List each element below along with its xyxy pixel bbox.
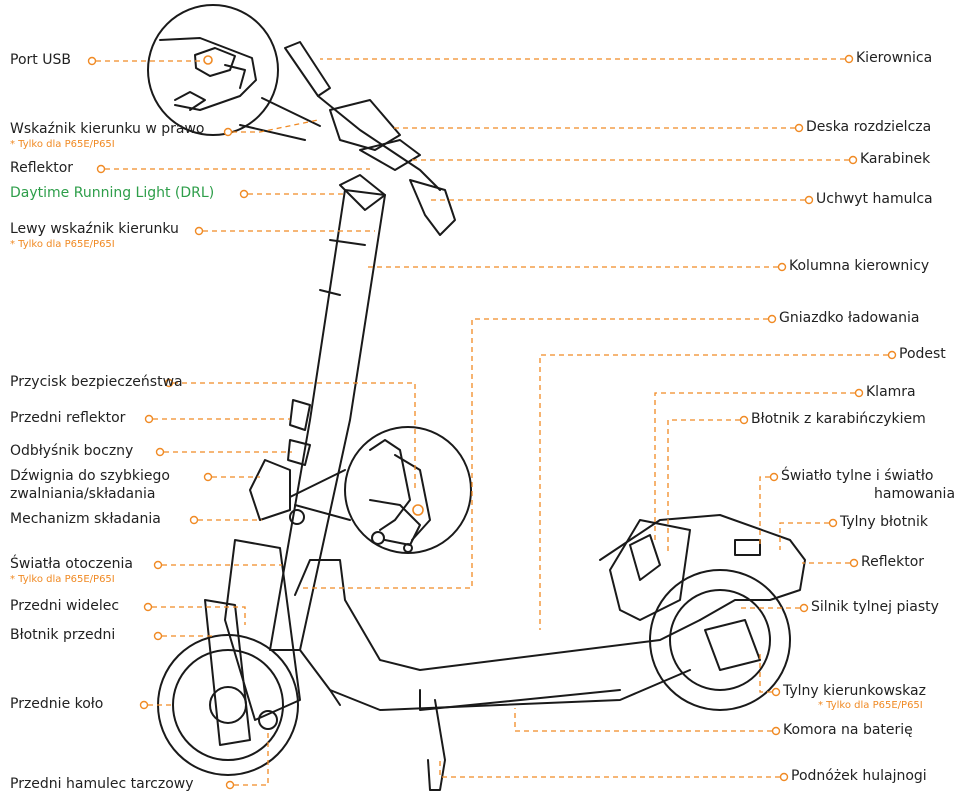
leader-deck (539, 354, 888, 630)
label-kickstand: Podnóżek hulajnogi (791, 768, 927, 784)
label-front-reflector: Przedni reflektor (10, 410, 126, 426)
label-deck: Podest (899, 346, 946, 362)
label-tail-light-line1: Światło tylne i światło (781, 468, 934, 484)
label-brake-lever: Uchwyt hamulca (816, 191, 933, 207)
label-charging-port: Gniazdko ładowania (779, 310, 920, 326)
front-wheel-art (157, 539, 301, 776)
label-port-usb: Port USB (10, 52, 71, 68)
leader-rear-fender (779, 522, 829, 550)
folding-inset (289, 426, 472, 554)
label-quick-release-line2: zwalniania/składania (10, 486, 156, 502)
label-rear-reflector: Reflektor (861, 554, 925, 570)
label-left-indicator: Lewy wskaźnik kierunku (10, 221, 179, 237)
label-clasp: Klamra (866, 384, 916, 400)
leader-front-fork (152, 606, 246, 625)
label-reflector-front: Reflektor (10, 160, 74, 176)
rear-art (599, 514, 806, 711)
label-front-disc-brake: Przedni hamulec tarczowy (10, 776, 194, 792)
stem-art (249, 189, 386, 651)
label-front-fender: Błotnik przedni (10, 627, 116, 643)
label-handlebar: Kierownica (856, 50, 933, 66)
deck-art (294, 559, 701, 791)
label-front-wheel: Przednie koło (10, 696, 104, 712)
label-tail-light-line2: hamowania (874, 486, 956, 502)
leader-charging-port (300, 318, 768, 589)
usb-highlight-dot (203, 55, 213, 65)
leader-tail-light (759, 476, 770, 545)
usb-inset (147, 4, 321, 141)
label-front-fork: Przedni widelec (10, 598, 120, 614)
label-drl: Daytime Running Light (DRL) (10, 185, 215, 201)
label-rear-indicator: Tylny kierunkowskaz (783, 683, 926, 699)
leader-clasp (654, 392, 855, 540)
label-safety-button: Przycisk bezpieczeństwa (10, 374, 183, 390)
handlebar-art (284, 41, 456, 236)
safety-button-highlight-dot (412, 504, 424, 516)
label-ambient-lights: Światła otoczenia (10, 556, 133, 572)
label-fender-hook: Błotnik z karabińczykiem (751, 411, 926, 427)
leader-right-indicator (232, 119, 319, 133)
label-rear-fender: Tylny błotnik (840, 514, 928, 530)
note-rear-indicator: * Tylko dla P65E/P65I (818, 700, 923, 711)
label-dashboard: Deska rozdzielcza (806, 119, 932, 135)
label-quick-release-line1: Dźwignia do szybkiego (10, 468, 170, 484)
label-side-reflector: Odbłyśnik boczny (10, 443, 134, 459)
note-right-indicator: * Tylko dla P65E/P65I (10, 139, 115, 150)
label-carabiner: Karabinek (860, 151, 931, 167)
leader-fender-hook (667, 419, 740, 555)
leader-kickstand (439, 760, 780, 778)
note-left-indicator: * Tylko dla P65E/P65I (10, 239, 115, 250)
label-battery: Komora na baterię (783, 722, 913, 738)
leader-rear-indicator (759, 650, 772, 693)
label-steering-column: Kolumna kierownicy (789, 258, 930, 274)
label-right-indicator: Wskaźnik kierunku w prawo (10, 121, 205, 137)
note-ambient-lights: * Tylko dla P65E/P65I (10, 574, 115, 585)
leader-battery (514, 708, 772, 732)
leader-front-disc-brake (234, 730, 269, 786)
label-folding-mechanism: Mechanizm składania (10, 511, 161, 527)
label-hub-motor: Silnik tylnej piasty (811, 599, 939, 615)
